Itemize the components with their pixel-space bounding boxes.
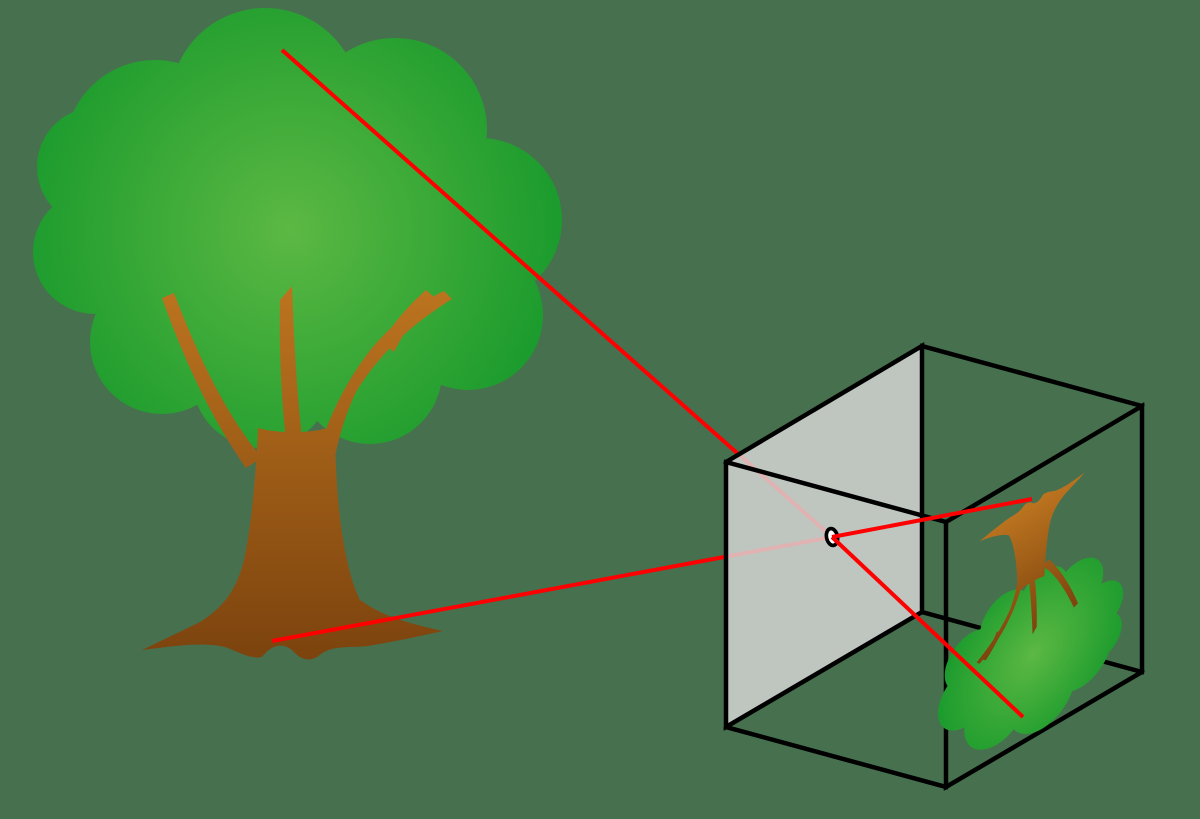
camera-front-face — [726, 346, 922, 727]
tree-foliage — [33, 8, 562, 448]
camera-box-edges — [723, 342, 1145, 791]
tree — [33, 8, 562, 660]
tree-trunk — [976, 472, 1086, 664]
ray-pinhole-to-image-bottom — [830, 535, 1025, 719]
inverted-tree-image — [938, 472, 1124, 750]
ray-pinhole-to-image-top — [831, 497, 1033, 539]
inverted-image-slot — [938, 472, 1124, 750]
light-rays-outgoing — [830, 497, 1033, 719]
tree-trunk — [142, 286, 452, 660]
